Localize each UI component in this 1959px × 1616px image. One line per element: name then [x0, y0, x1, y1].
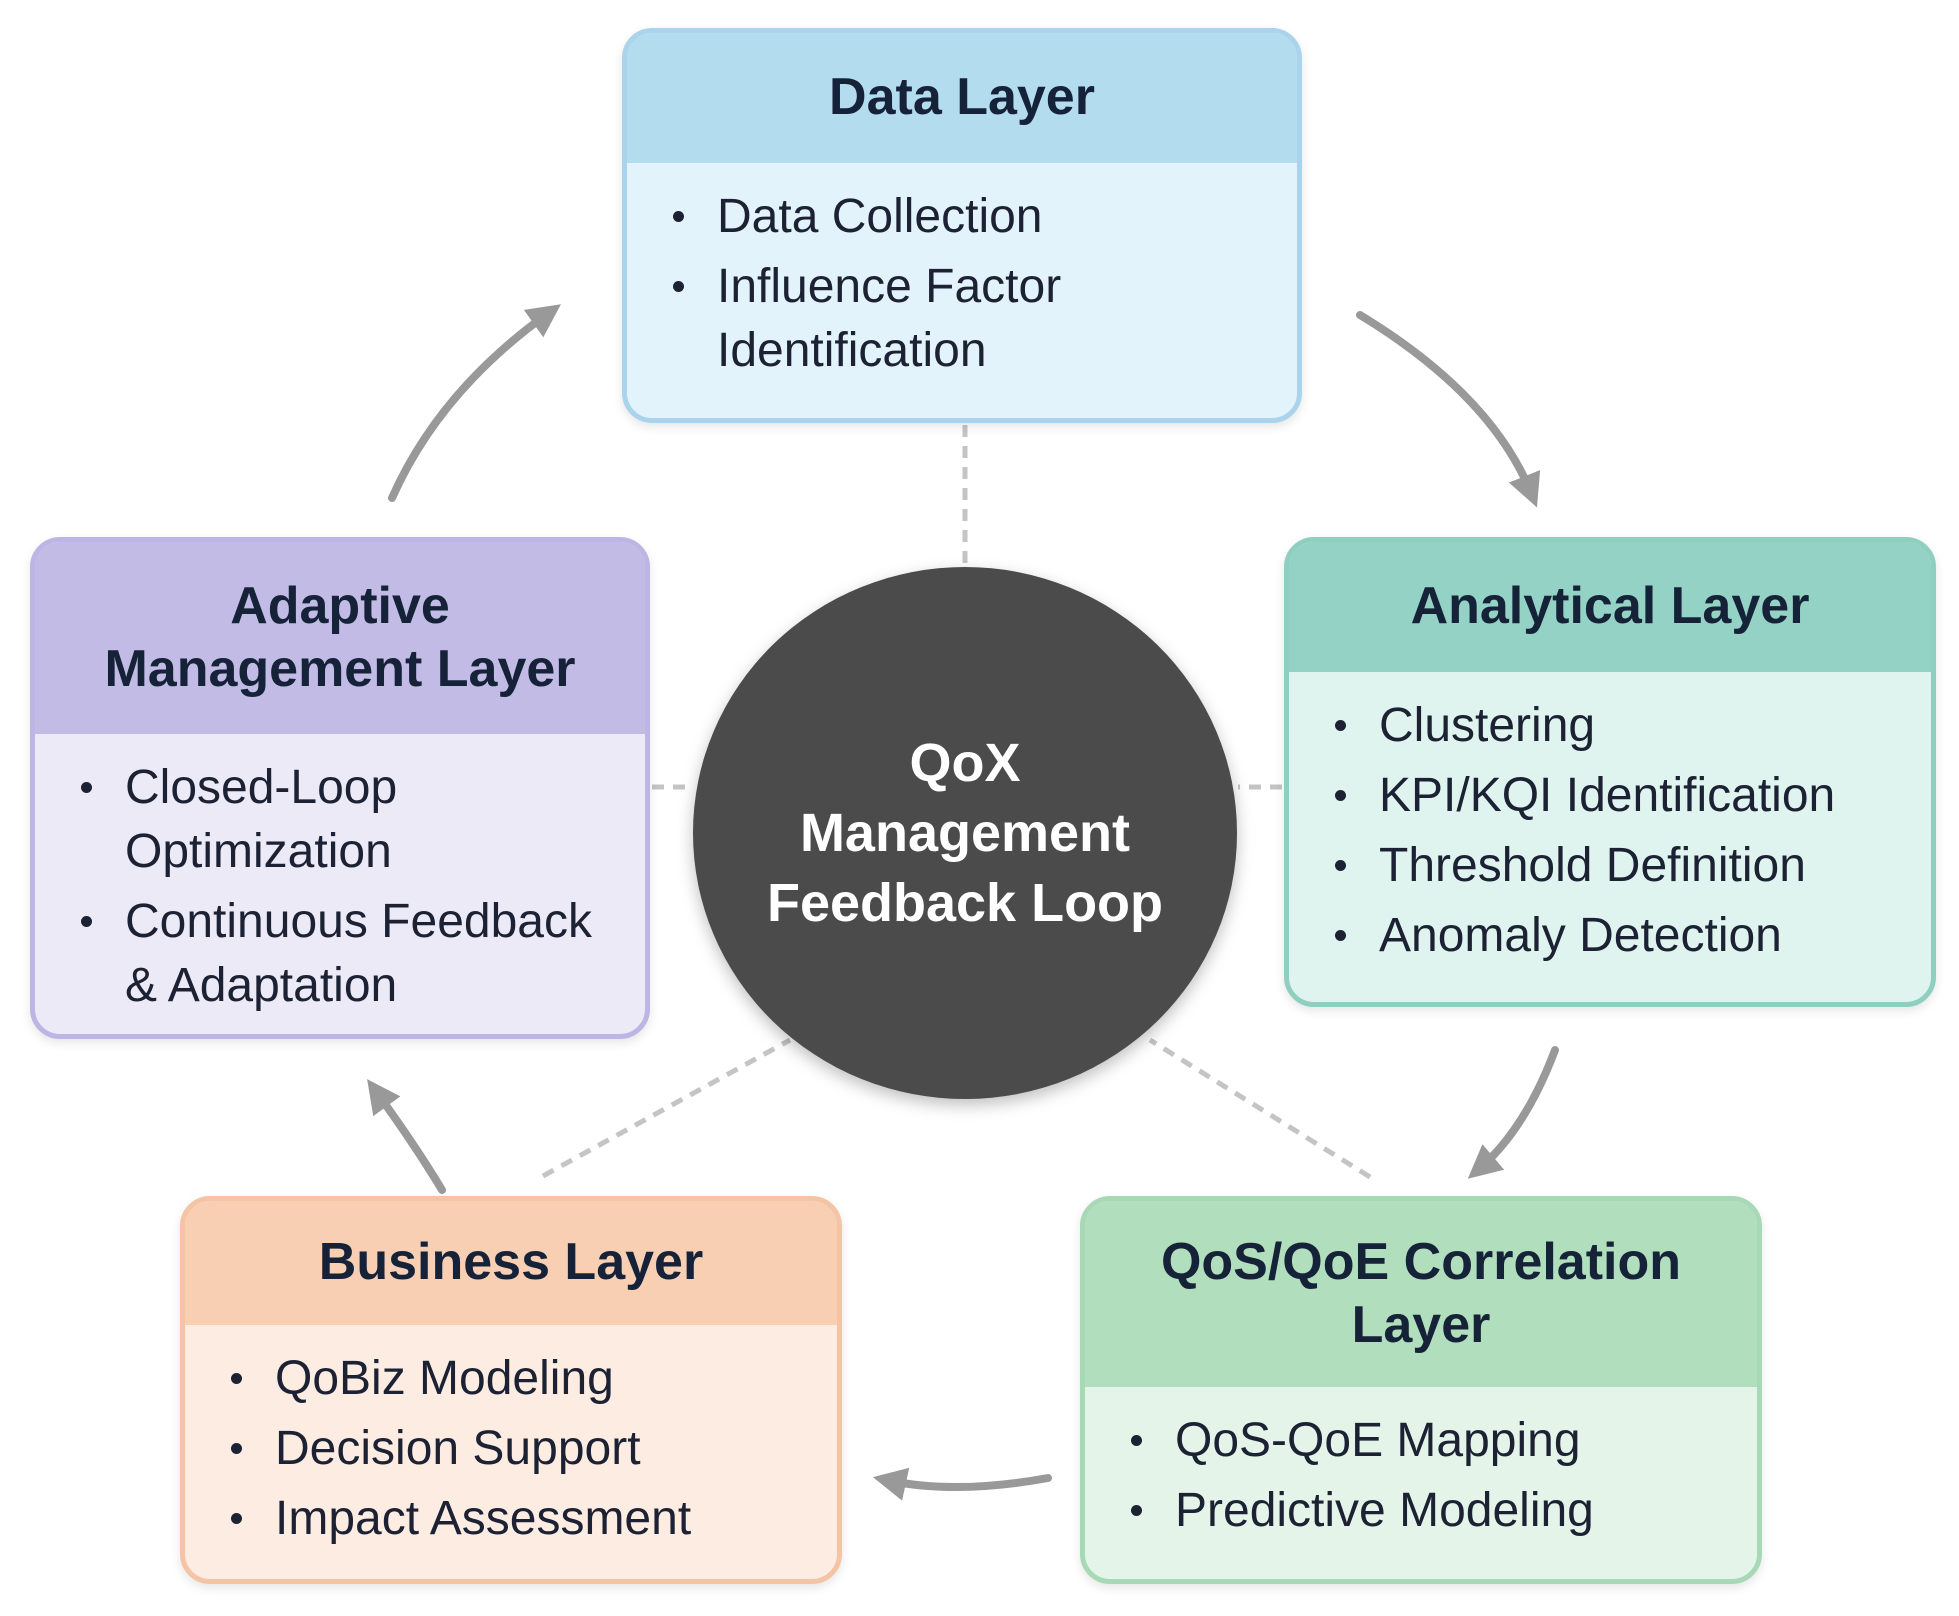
data-layer-box: Data Layer Data Collection Influence Fac… [622, 28, 1302, 423]
arrow-adaptive-to-data [388, 304, 561, 502]
adaptive-layer-box: Adaptive Management Layer Closed-Loop Op… [30, 537, 650, 1039]
qos-qoe-layer-body: QoS-QoE Mapping Predictive Modeling [1085, 1387, 1757, 1569]
list-item: Anomaly Detection [1329, 904, 1903, 968]
analytical-layer-title: Analytical Layer [1410, 577, 1810, 636]
list-item: QoS-QoE Mapping [1125, 1409, 1729, 1473]
list-item: Threshold Definition [1329, 834, 1903, 898]
data-layer-list: Data Collection Influence Factor Identif… [667, 185, 1269, 383]
qos-qoe-layer-header: QoS/QoE Correlation Layer [1085, 1201, 1757, 1387]
list-item: Closed-Loop Optimization [75, 756, 617, 884]
qos-qoe-layer-title: QoS/QoE Correlation Layer [1160, 1232, 1682, 1354]
list-item: QoBiz Modeling [225, 1347, 809, 1411]
list-item: Clustering [1329, 694, 1903, 758]
data-layer-body: Data Collection Influence Factor Identif… [627, 163, 1297, 409]
adaptive-layer-header: Adaptive Management Layer [35, 542, 645, 734]
list-item: Impact Assessment [225, 1487, 809, 1551]
arrow-data-to-analytical [1356, 311, 1541, 508]
analytical-layer-box: Analytical Layer Clustering KPI/KQI Iden… [1284, 537, 1936, 1007]
arrow-business-to-adaptive [367, 1079, 446, 1194]
business-layer-box: Business Layer QoBiz Modeling Decision S… [180, 1196, 842, 1584]
adaptive-layer-list: Closed-Loop Optimization Continuous Feed… [75, 756, 617, 1018]
list-item: Predictive Modeling [1125, 1479, 1729, 1543]
analytical-layer-body: Clustering KPI/KQI Identification Thresh… [1289, 672, 1931, 994]
analytical-layer-header: Analytical Layer [1289, 542, 1931, 672]
analytical-layer-list: Clustering KPI/KQI Identification Thresh… [1329, 694, 1903, 968]
qox-hub-circle: QoX Management Feedback Loop [693, 567, 1237, 1099]
list-item: Continuous Feedback & Adaptation [75, 890, 617, 1018]
business-layer-header: Business Layer [185, 1201, 837, 1325]
qos-qoe-layer-box: QoS/QoE Correlation Layer QoS-QoE Mappin… [1080, 1196, 1762, 1584]
arrow-qos-qoe-to-business [872, 1467, 1052, 1501]
list-item: Decision Support [225, 1417, 809, 1481]
data-layer-title: Data Layer [829, 68, 1095, 127]
business-layer-list: QoBiz Modeling Decision Support Impact A… [225, 1347, 809, 1551]
adaptive-layer-title: Adaptive Management Layer [104, 576, 576, 698]
qos-qoe-layer-list: QoS-QoE Mapping Predictive Modeling [1125, 1409, 1729, 1543]
spoke-qos-qoe [1148, 1037, 1372, 1180]
business-layer-body: QoBiz Modeling Decision Support Impact A… [185, 1325, 837, 1577]
list-item: Influence Factor Identification [667, 255, 1269, 383]
data-layer-header: Data Layer [627, 33, 1297, 163]
arrow-analytical-to-qos-qoe [1467, 1046, 1559, 1179]
list-item: KPI/KQI Identification [1329, 764, 1903, 828]
list-item: Data Collection [667, 185, 1269, 249]
business-layer-title: Business Layer [318, 1233, 704, 1292]
spoke-business [541, 1037, 792, 1179]
hub-label: QoX Management Feedback Loop [766, 733, 1164, 933]
adaptive-layer-body: Closed-Loop Optimization Continuous Feed… [35, 734, 645, 1034]
